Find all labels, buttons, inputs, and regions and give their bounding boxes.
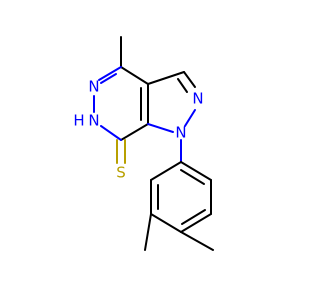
c3-n2-double-bond-inner (177, 78, 188, 93)
aryl-methyl-c3-bond (144, 213, 152, 251)
molecule-structure-diagram: N N H N N S (73, 36, 214, 251)
aryl-c4-c5-bond (180, 213, 212, 233)
c4-n5-double-bond-inner (100, 73, 117, 84)
n6-hydrogen-label: H (73, 112, 84, 130)
aryl-c6-c1-bond (180, 161, 212, 181)
n6-atom-label: N (88, 112, 99, 130)
n2-atom-label: N (192, 90, 203, 108)
n2-n1-bond (184, 109, 196, 127)
thione-sulfur-label: S (116, 164, 126, 182)
n5-atom-label: N (88, 78, 99, 96)
atom-label-layer: N N H N N S (73, 78, 203, 182)
n6-c7-bond (100, 125, 122, 141)
bond-layer (93, 36, 214, 251)
c3-n2-double-bond-outer (183, 71, 196, 88)
aryl-c6-c1-inner-bond (180, 169, 205, 185)
aryl-c3-c4-bond (150, 213, 182, 233)
aryl-methyl-c4-bond (180, 231, 214, 251)
n1-atom-label: N (175, 124, 186, 142)
c4-n5-double-bond-outer (98, 66, 122, 81)
c3a-c3-bond (147, 71, 185, 85)
n1-c7a-bond (147, 123, 174, 133)
c4-c3a-bond (120, 66, 149, 85)
c7a-c7-bond (120, 123, 149, 141)
aryl-c1-c2-bond (150, 161, 182, 181)
aryl-c4-c5-inner-bond (181, 209, 206, 225)
